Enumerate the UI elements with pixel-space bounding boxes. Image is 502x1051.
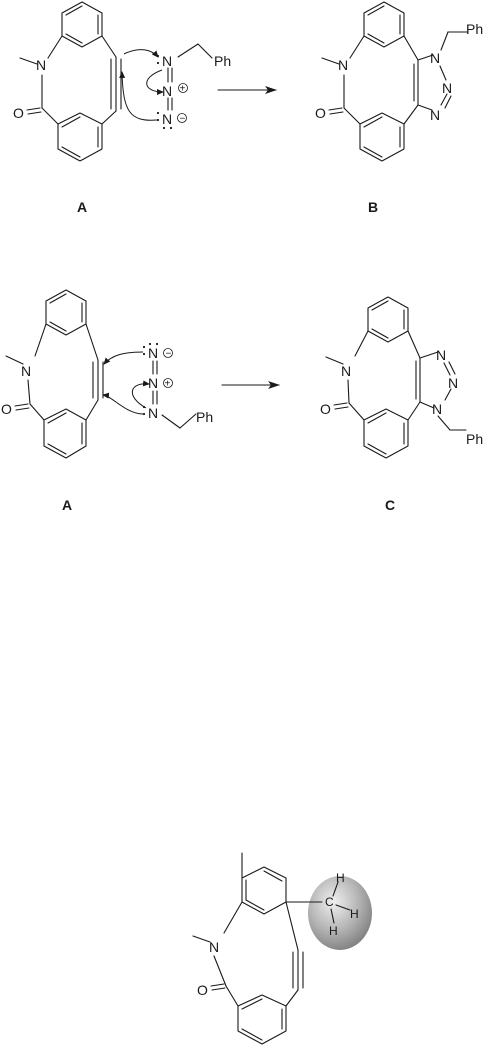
scheme2-reactant-A: N O bbox=[1, 290, 103, 458]
svg-text:+: + bbox=[180, 84, 186, 95]
atom-c-methyl: C bbox=[325, 895, 334, 909]
atom-ph: Ph bbox=[466, 431, 483, 447]
atom-ph: Ph bbox=[214, 53, 231, 69]
atom-h2: H bbox=[350, 907, 359, 921]
benzene-ring bbox=[242, 867, 286, 914]
atom-o-carbonyl: O bbox=[197, 982, 208, 998]
atom-n-triazole-1: N bbox=[430, 50, 440, 66]
atom-n-triazole-1: N bbox=[436, 347, 446, 363]
atom-n-amide: N bbox=[338, 57, 348, 73]
atom-n-triazole-2: N bbox=[448, 375, 458, 391]
benzene-ring bbox=[368, 297, 408, 342]
benzene-ring bbox=[44, 409, 86, 458]
atom-n-azide-1: N bbox=[148, 345, 158, 361]
atom-h1: H bbox=[336, 871, 345, 885]
atom-o-carbonyl: O bbox=[1, 401, 12, 417]
svg-text:−: − bbox=[166, 349, 172, 360]
methylated-cyclooctyne: C H H H N O bbox=[193, 853, 372, 1044]
atom-o-carbonyl: O bbox=[320, 401, 331, 417]
compound-label-B: B bbox=[368, 199, 378, 215]
atom-n-triazole-3: N bbox=[432, 401, 442, 417]
scheme2-product-C: N N N Ph N O bbox=[320, 297, 483, 458]
atom-o-carbonyl: O bbox=[13, 105, 24, 121]
scheme1-benzyl-azide: N N + N − Ph bbox=[122, 44, 231, 129]
atom-n-azide-3: N bbox=[162, 111, 172, 127]
atom-o-carbonyl: O bbox=[315, 105, 326, 121]
atom-n-triazole-3: N bbox=[430, 107, 440, 123]
atom-n-amide: N bbox=[341, 363, 351, 379]
compound-label-A: A bbox=[77, 199, 87, 215]
atom-n-azide-1: N bbox=[162, 53, 172, 69]
benzene-ring bbox=[364, 409, 408, 458]
atom-h3: H bbox=[329, 924, 338, 938]
atom-n-azide-3: N bbox=[148, 405, 158, 421]
atom-ph: Ph bbox=[196, 409, 213, 425]
atom-n-triazole-2: N bbox=[442, 80, 452, 96]
atom-n-amide: N bbox=[36, 57, 46, 73]
benzene-ring bbox=[58, 113, 102, 161]
benzene-ring bbox=[360, 113, 404, 161]
compound-label-A: A bbox=[62, 497, 72, 513]
atom-ph: Ph bbox=[466, 21, 483, 37]
atom-n-amide: N bbox=[209, 939, 219, 955]
benzene-ring bbox=[364, 2, 404, 47]
benzene-ring bbox=[62, 2, 102, 47]
atom-n-azide-2: N bbox=[148, 375, 158, 391]
svg-text:+: + bbox=[165, 379, 171, 390]
methyl-highlight-blob bbox=[308, 876, 372, 950]
atom-n-amide: N bbox=[21, 363, 31, 379]
benzene-ring bbox=[46, 290, 86, 335]
compound-label-C: C bbox=[385, 497, 395, 513]
atom-n-azide-2: N bbox=[162, 83, 172, 99]
scheme1-product-B: N N N Ph N O bbox=[315, 2, 483, 161]
scheme1-reactant-A: N O bbox=[13, 2, 121, 161]
scheme2-benzyl-azide: N − N + N Ph bbox=[103, 343, 213, 428]
svg-text:−: − bbox=[180, 114, 186, 125]
benzene-ring bbox=[238, 995, 286, 1044]
